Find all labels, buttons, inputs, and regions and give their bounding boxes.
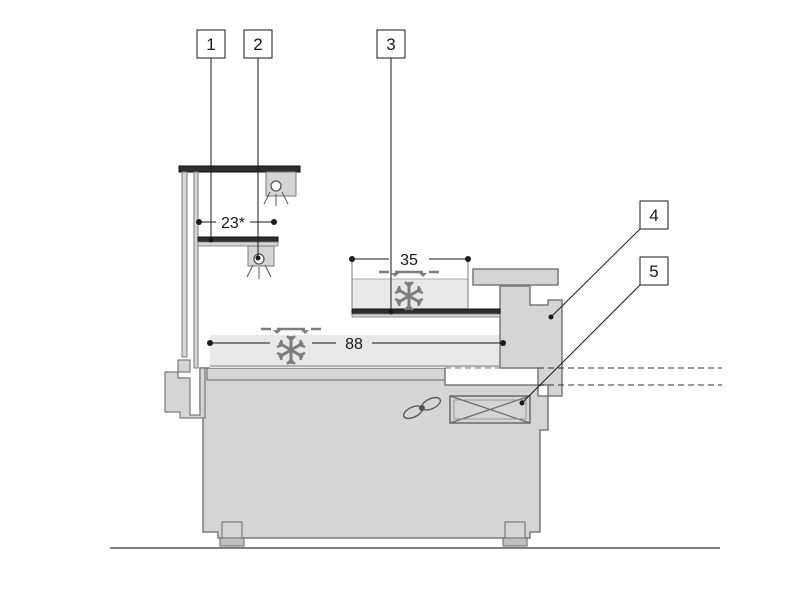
foot-right-base: [502, 537, 528, 547]
callout-5: 5: [639, 256, 669, 286]
leader-2-dot: [255, 255, 261, 261]
dimension-label-23: 23*: [221, 215, 245, 232]
evaporator-duct: [444, 367, 539, 386]
callout-2-text: 2: [253, 35, 262, 54]
upper-shelf-support: [197, 241, 279, 247]
lamp-icon: [246, 245, 275, 279]
canopy-post-inner: [193, 171, 199, 369]
base-well-cold-zone: [210, 335, 500, 368]
canopy-post: [181, 171, 188, 358]
dimension-label-88: 88: [345, 336, 363, 353]
cabinet-body: [199, 367, 549, 539]
dimension-base-well: 88: [207, 336, 506, 353]
callout-3-text: 3: [386, 35, 395, 54]
foot-left-base: [219, 537, 245, 547]
evaporator-box-icon: [449, 395, 531, 424]
callout-1: 1: [196, 29, 226, 59]
canopy-top: [178, 165, 301, 173]
front-small-block: [177, 359, 191, 373]
leader-5-dot: [519, 400, 525, 406]
rear-column: [499, 285, 563, 397]
snowflake-icon: [261, 327, 321, 366]
leader-4-dot: [548, 314, 554, 320]
leader-1-dot: [208, 237, 214, 243]
callout-1-text: 1: [206, 35, 215, 54]
leader-5: [521, 284, 641, 404]
foot-left: [221, 521, 243, 541]
leader-3-dot: [388, 309, 394, 315]
dimension-label-35: 35: [400, 252, 418, 269]
snowflake-icon: [379, 270, 439, 312]
callout-2: 2: [243, 29, 273, 59]
top-shelf: [351, 308, 501, 315]
callout-5-text: 5: [649, 262, 658, 281]
top-shelf-lip: [351, 313, 501, 318]
lamp-icon: [263, 171, 297, 206]
rear-top-cap: [472, 268, 559, 286]
callout-4-text: 4: [649, 206, 658, 225]
front-profile: [164, 367, 206, 419]
fan-icon: [402, 396, 442, 420]
dimension-upper-shelf: 23*: [196, 215, 277, 232]
callout-3: 3: [376, 29, 406, 59]
callout-4: 4: [639, 200, 669, 230]
dimension-top-shelf: 35: [349, 252, 471, 269]
foot-right: [504, 521, 526, 541]
leader-4: [550, 228, 641, 318]
